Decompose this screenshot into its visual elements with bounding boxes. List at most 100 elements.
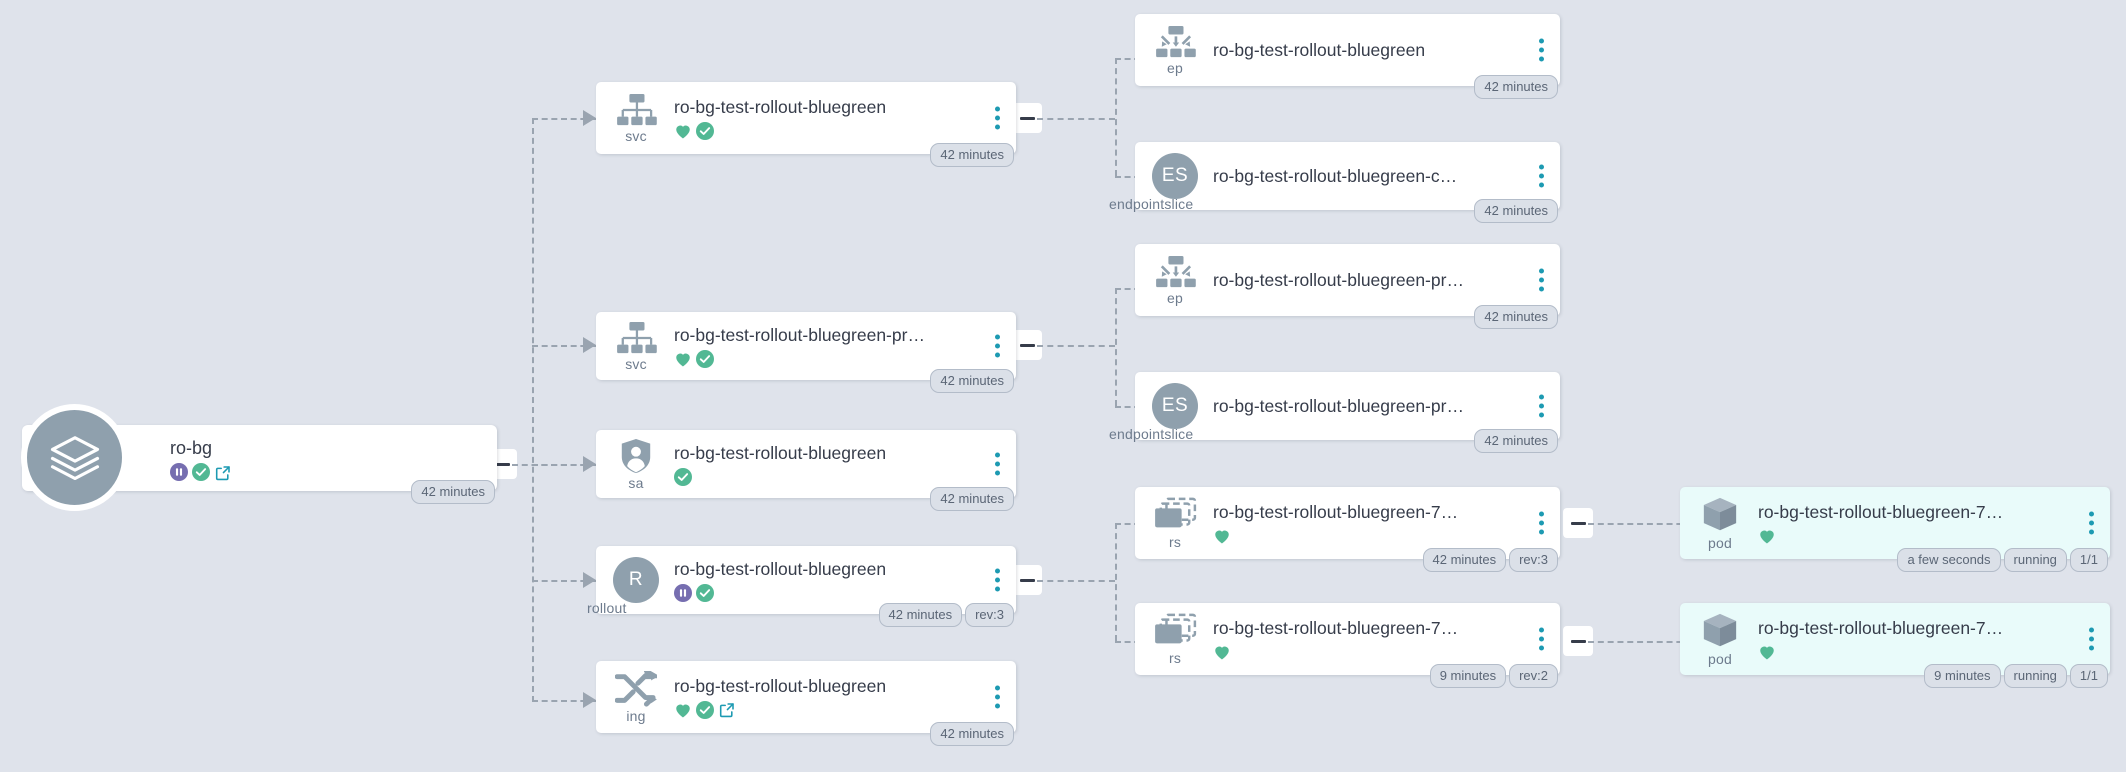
check-circle-icon[interactable] <box>696 700 714 719</box>
collapse-stub-rs-1[interactable] <box>1563 508 1593 538</box>
resource-node-endpointslice-2[interactable]: ES endpointslice ro-bg-test-rollout-blue… <box>1109 372 1560 453</box>
kind-icon-wrap: pod <box>1688 612 1752 666</box>
kind-icon-wrap: ep <box>1143 255 1207 305</box>
resource-node-svc-preview[interactable]: svc ro-bg-test-rollout-bluegreen-pr… 42 … <box>596 312 1016 393</box>
edge-svc-preview-out <box>1037 345 1115 347</box>
resource-badges: 42 minutes <box>930 722 1014 746</box>
pause-circle-icon[interactable] <box>674 583 692 602</box>
status-row <box>674 583 982 603</box>
badge: 42 minutes <box>930 143 1014 167</box>
badge: 9 minutes <box>1429 664 1507 688</box>
resource-node-svc-root[interactable]: svc ro-bg-test-rollout-bluegreen 42 minu… <box>596 82 1016 167</box>
resource-node-pod-2[interactable]: pod ro-bg-test-rollout-bluegreen-7… 9 mi… <box>1680 603 2110 688</box>
resource-node-ing[interactable]: ing ro-bg-test-rollout-bluegreen <box>596 661 1016 746</box>
resource-title: ro-bg-test-rollout-bluegreen <box>674 442 887 463</box>
external-link-icon[interactable] <box>718 701 735 718</box>
heart-icon[interactable] <box>674 122 692 140</box>
kebab-menu-icon[interactable] <box>990 685 1004 709</box>
status-row <box>1758 526 2076 546</box>
service-tree-icon <box>617 321 657 354</box>
service-tree-icon <box>617 93 657 126</box>
kebab-menu-icon[interactable] <box>1534 268 1548 292</box>
resource-title: ro-bg-test-rollout-bluegreen-7… <box>1758 617 2004 638</box>
heart-icon[interactable] <box>674 701 692 719</box>
trunk-column-2 <box>532 118 534 702</box>
kebab-menu-icon[interactable] <box>990 106 1004 130</box>
trunk-svc-preview <box>1115 288 1117 406</box>
heart-icon[interactable] <box>1213 643 1231 661</box>
application-node[interactable]: ro-bg <box>21 404 497 511</box>
resource-node-pod-1[interactable]: pod ro-bg-test-rollout-bluegreen-7… a fe… <box>1680 487 2110 572</box>
resource-node-rs-2[interactable]: rs ro-bg-test-rollout-bluegreen-7… 9 min… <box>1135 603 1560 688</box>
kebab-menu-icon[interactable] <box>990 452 1004 476</box>
kebab-menu-icon[interactable] <box>1534 38 1548 62</box>
status-row <box>674 349 982 369</box>
kind-icon-wrap: ES endpointslice <box>1109 153 1207 211</box>
kind-icon-wrap: rs <box>1143 497 1207 549</box>
kebab-menu-icon[interactable] <box>990 334 1004 358</box>
arrow-svc-preview <box>583 337 596 353</box>
heart-icon[interactable] <box>1758 527 1776 545</box>
service-account-shield-icon <box>621 438 651 474</box>
resource-badges: 42 minutes <box>930 487 1014 511</box>
trunk-svc-root <box>1115 58 1117 176</box>
check-circle-icon[interactable] <box>696 349 714 368</box>
heart-icon[interactable] <box>674 350 692 368</box>
kind-icon-wrap: svc <box>604 321 668 371</box>
badge: 1/1 <box>2069 664 2108 688</box>
badge: rev:3 <box>965 603 1014 627</box>
resource-badges: 42 minutes <box>1474 75 1558 99</box>
badge: 42 minutes <box>878 603 963 627</box>
heart-icon[interactable] <box>1213 527 1231 545</box>
check-circle-icon[interactable] <box>696 121 714 140</box>
resource-title: ro-bg-test-rollout-bluegreen-pr… <box>674 324 925 345</box>
resource-node-rs-1[interactable]: rs ro-bg-test-rollout-bluegreen-7… 42 mi… <box>1135 487 1560 572</box>
pause-circle-icon[interactable] <box>170 463 188 481</box>
resource-node-ep-1[interactable]: ep ro-bg-test-rollout-bluegreen 42 minut… <box>1135 14 1560 99</box>
resource-node-sa[interactable]: sa ro-bg-test-rollout-bluegreen 42 minut… <box>596 430 1016 511</box>
rollout-letter-icon: R <box>613 557 659 603</box>
kind-label: sa <box>628 475 644 491</box>
resource-badges: a few seconds running 1/1 <box>1897 548 2108 572</box>
trunk-rollout <box>1115 523 1117 641</box>
heart-icon[interactable] <box>1758 643 1776 661</box>
collapse-stub-svc-preview[interactable] <box>1012 330 1042 360</box>
endpoints-icon <box>1156 255 1196 288</box>
check-circle-icon[interactable] <box>696 583 714 602</box>
kind-icon-wrap: R rollout <box>587 557 668 615</box>
kebab-menu-icon[interactable] <box>1534 394 1548 418</box>
collapse-stub-svc-root[interactable] <box>1012 103 1042 133</box>
kind-label: rollout <box>587 600 627 616</box>
replicaset-icon <box>1155 613 1197 644</box>
kind-label: endpointslice <box>1109 426 1194 442</box>
collapse-stub-rs-2[interactable] <box>1563 626 1593 656</box>
resource-node-ep-2[interactable]: ep ro-bg-test-rollout-bluegreen-pr… 42 m… <box>1135 244 1560 329</box>
kebab-menu-icon[interactable] <box>1534 627 1548 651</box>
resource-node-rollout[interactable]: R rollout ro-bg-test-rollout-bluegreen 4… <box>587 546 1016 627</box>
external-link-icon[interactable] <box>214 464 231 481</box>
kebab-menu-icon[interactable] <box>1534 164 1548 188</box>
resource-node-endpointslice-1[interactable]: ES endpointslice ro-bg-test-rollout-blue… <box>1109 142 1560 223</box>
check-circle-icon[interactable] <box>192 463 210 481</box>
kebab-menu-icon[interactable] <box>2084 627 2098 651</box>
endpointslice-letter-icon: ES <box>1152 153 1198 199</box>
check-circle-icon[interactable] <box>674 467 692 486</box>
badge: rev:3 <box>1509 548 1558 572</box>
kind-icon-wrap: sa <box>604 438 668 490</box>
badge: running <box>2003 664 2067 688</box>
collapse-stub-rollout[interactable] <box>1012 565 1042 595</box>
resource-badges: 42 minutes <box>1474 199 1558 223</box>
kebab-menu-icon[interactable] <box>1534 511 1548 535</box>
badge: 42 minutes <box>1474 305 1558 329</box>
kind-label: rs <box>1168 650 1182 666</box>
kind-label: endpointslice <box>1109 196 1194 212</box>
application-title: ro-bg <box>170 438 213 458</box>
kebab-menu-icon[interactable] <box>990 568 1004 592</box>
resource-title: ro-bg-test-rollout-bluegreen-7… <box>1213 617 1459 638</box>
layers-stack-icon <box>21 404 128 511</box>
badge: 42 minutes <box>411 480 495 504</box>
endpointslice-letter-icon: ES <box>1152 383 1198 429</box>
kebab-menu-icon[interactable] <box>2084 511 2098 535</box>
kind-label: ep <box>1167 60 1183 76</box>
